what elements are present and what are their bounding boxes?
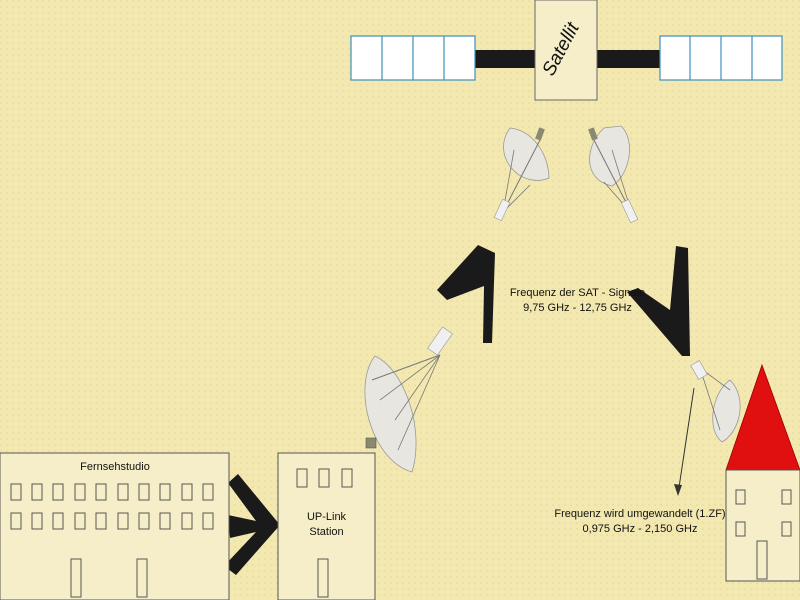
studio-door-left bbox=[70, 558, 82, 598]
house bbox=[725, 363, 800, 582]
conversion-arrow bbox=[674, 387, 695, 496]
uplink-door bbox=[317, 558, 329, 598]
downlink-arrow bbox=[627, 246, 690, 356]
uplink-dish bbox=[364, 326, 453, 473]
tv-studio-building bbox=[0, 452, 230, 600]
sat-signal-frequency: Frequenz der SAT - Signale 9,75 GHz - 12… bbox=[500, 286, 655, 316]
house-door bbox=[756, 540, 768, 580]
solar-panel-right bbox=[659, 35, 783, 81]
studio-label: Fernsehstudio bbox=[80, 461, 150, 473]
sat-signal-line1: Frequenz der SAT - Signale bbox=[509, 287, 646, 299]
home-receiver-dish bbox=[690, 360, 741, 443]
converted-line1: Frequenz wird umgewandelt (1.ZF) bbox=[554, 508, 726, 520]
satellite-body bbox=[534, 0, 598, 101]
satellite-dish-left bbox=[493, 127, 550, 222]
uplink-label: UP-Link Station bbox=[278, 510, 375, 540]
satellite-dish-right bbox=[588, 125, 639, 224]
studio-windows bbox=[10, 483, 214, 530]
satellite-boom-right bbox=[596, 50, 660, 68]
studio-door-right bbox=[136, 558, 148, 598]
converted-frequency: Frequenz wird umgewandelt (1.ZF) 0,975 G… bbox=[545, 507, 735, 537]
satellite-boom-left bbox=[475, 50, 535, 68]
uplink-station-building bbox=[277, 452, 376, 600]
uplink-label-line2: Station bbox=[309, 526, 344, 538]
sat-signal-line2: 9,75 GHz - 12,75 GHz bbox=[523, 302, 632, 314]
studio-to-uplink-arrow bbox=[224, 474, 280, 575]
solar-panel-left bbox=[350, 35, 476, 81]
uplink-label-line1: UP-Link bbox=[306, 511, 347, 523]
converted-line2: 0,975 GHz - 2,150 GHz bbox=[582, 523, 698, 535]
uplink-arrow bbox=[437, 245, 495, 343]
satellite bbox=[350, 0, 783, 101]
